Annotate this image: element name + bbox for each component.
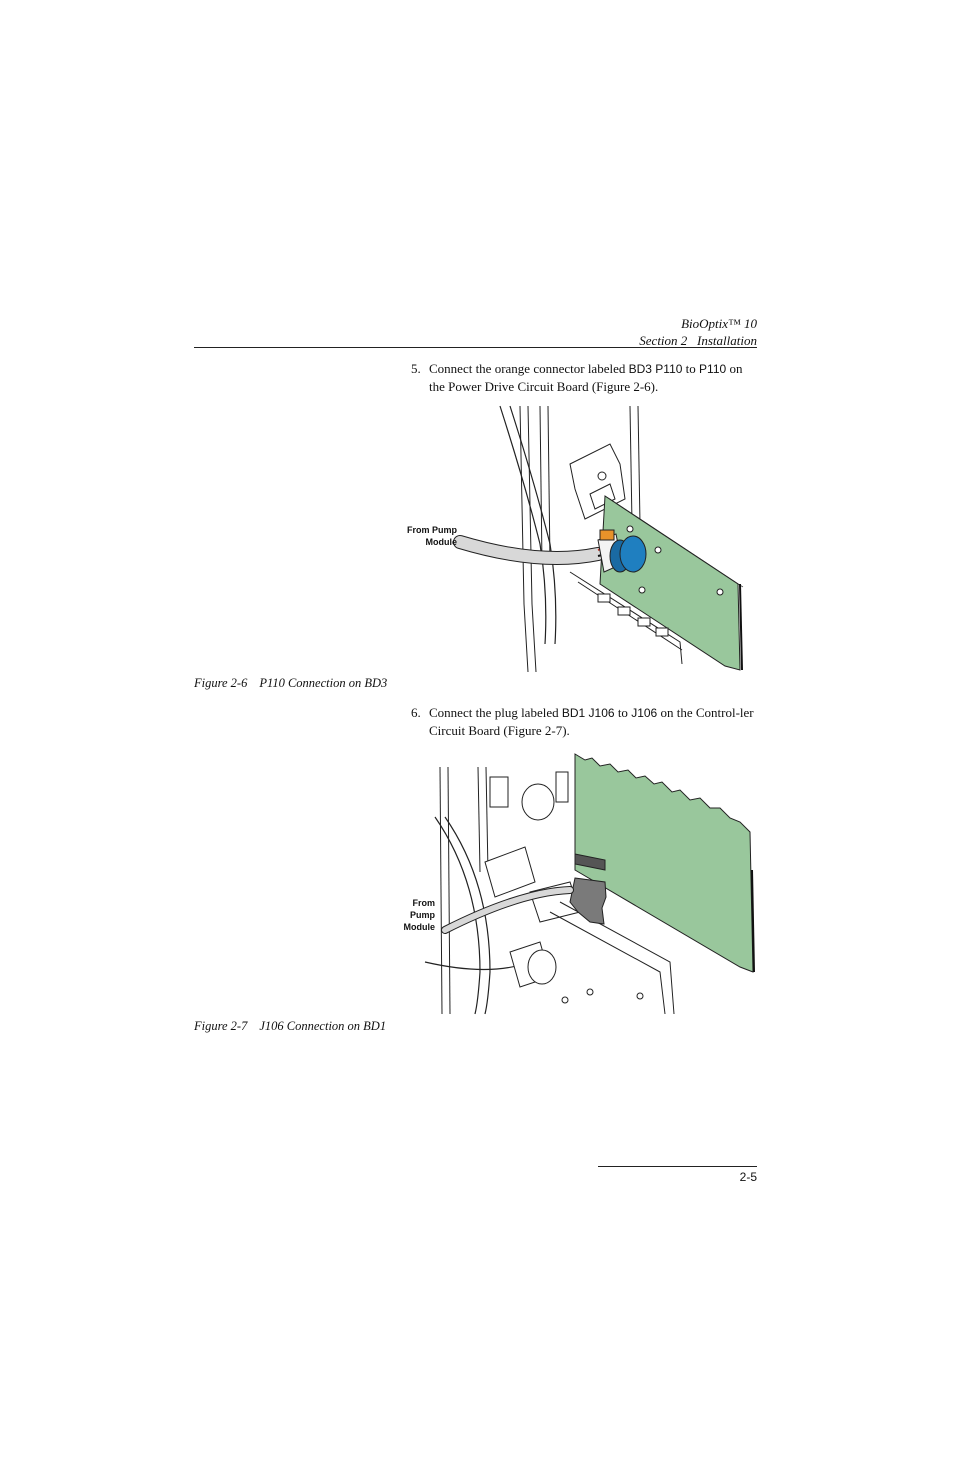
figure-2-7-callout: From Pump Module — [403, 898, 436, 932]
caption-title: P110 Connection on BD3 — [259, 676, 388, 690]
step-number: 6. — [411, 705, 421, 720]
figure-2-7-caption: Figure 2-7 J106 Connection on BD1 — [194, 1019, 386, 1034]
controller-board — [574, 753, 755, 973]
plug-j106 — [569, 853, 607, 925]
figure-2-6-caption: Figure 2-6 P110 Connection on BD3 — [194, 676, 387, 691]
connector-label: BD3 P110 — [628, 362, 683, 376]
step-text: Connect the plug labeled BD1 J106 to J10… — [429, 705, 754, 738]
caption-title: J106 Connection on BD1 — [259, 1019, 387, 1033]
step-5: 5. Connect the orange connector labeled … — [411, 360, 757, 394]
power-drive-board — [599, 495, 744, 671]
footer-rule — [598, 1166, 757, 1167]
step-number: 5. — [411, 361, 421, 376]
blue-capacitor — [609, 535, 647, 573]
caption-number: Figure 2-6 — [194, 676, 248, 690]
figure-2-6-illustration — [453, 405, 744, 673]
figure-2-6-callout: From Pump Module — [406, 525, 457, 547]
step-6: 6. Connect the plug labeled BD1 J106 to … — [411, 704, 757, 738]
step-text: Connect the orange connector labeled BD3… — [429, 361, 743, 394]
running-header: BioOptix™ 10 Section 2 Installation — [639, 315, 757, 349]
connector-target: J106 — [631, 706, 658, 720]
header-section: Section 2 Installation — [639, 333, 757, 348]
header-rule — [194, 347, 757, 348]
figure-2-7-illustration — [424, 753, 755, 1015]
connector-label: BD1 J106 — [561, 706, 615, 720]
caption-number: Figure 2-7 — [194, 1019, 248, 1033]
page-number: 2-5 — [739, 1170, 757, 1184]
header-product: BioOptix™ 10 — [681, 316, 757, 331]
connector-target: P110 — [699, 362, 727, 376]
